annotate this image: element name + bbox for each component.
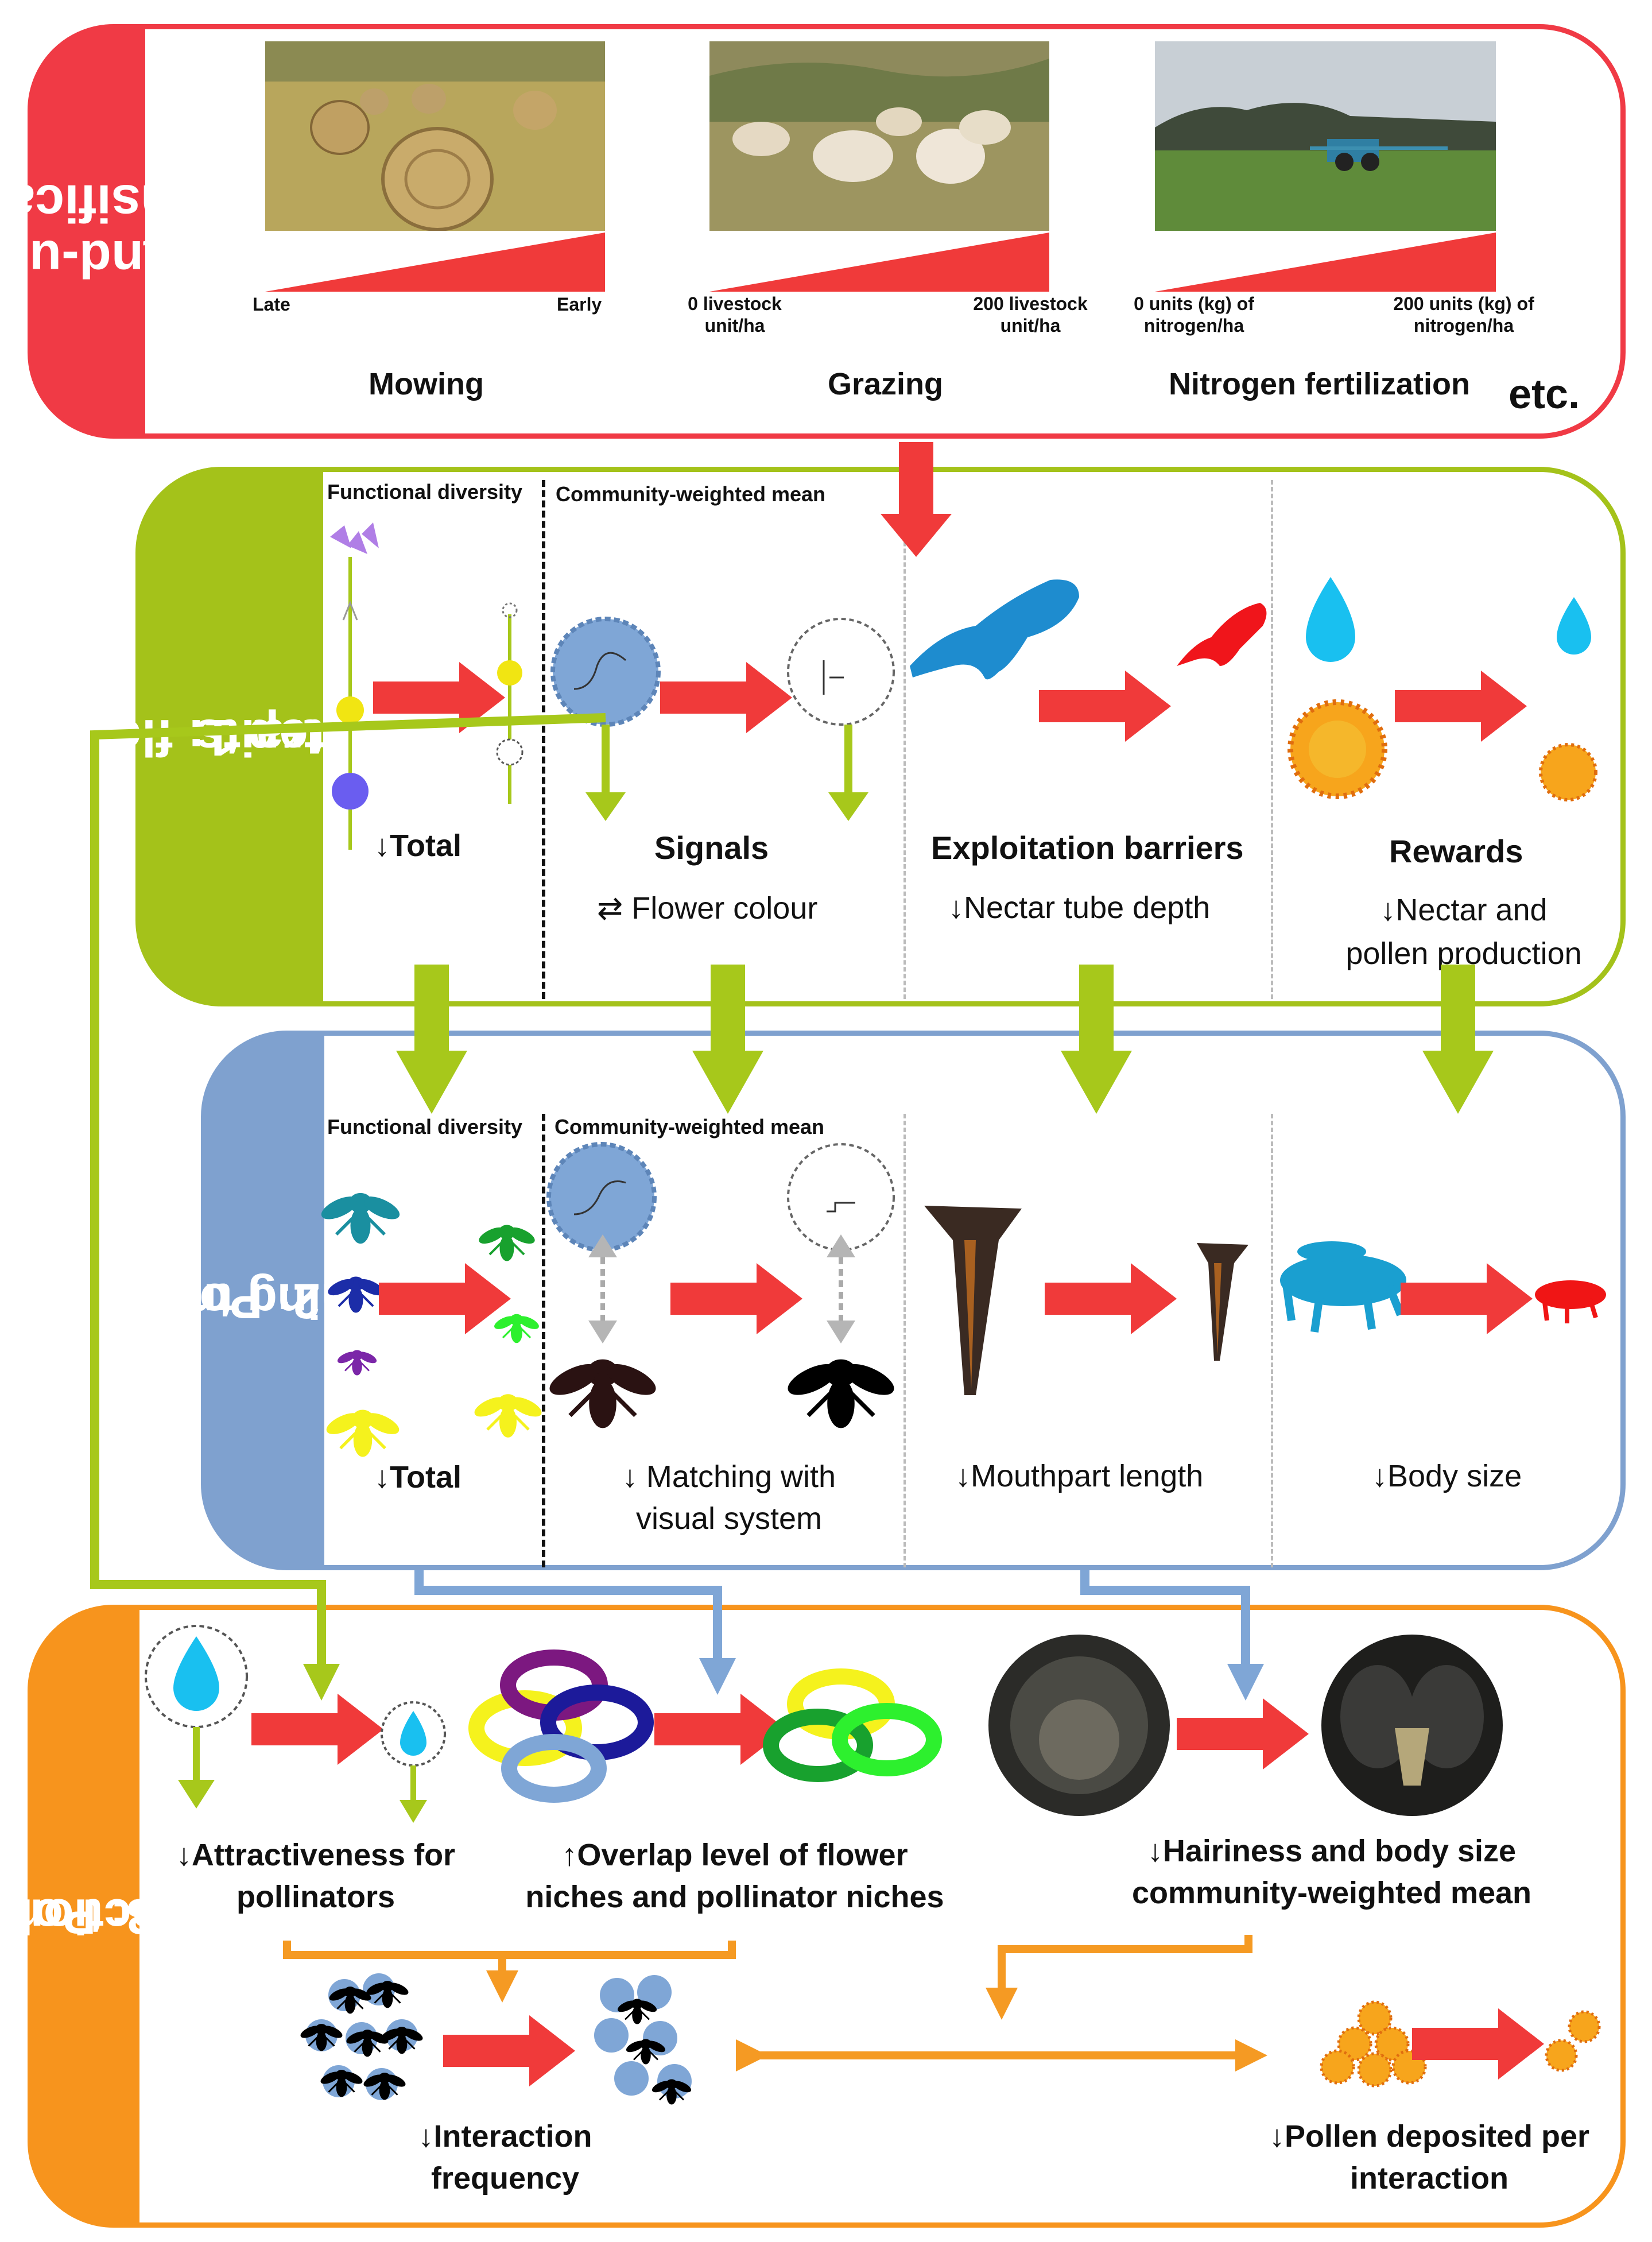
signals-arrow bbox=[660, 662, 792, 733]
step1-fd-divider bbox=[542, 480, 545, 999]
step1-divider-3 bbox=[1271, 480, 1273, 999]
nitrogen-high-label: 200 units (kg) of nitrogen/ha bbox=[1393, 293, 1534, 336]
step2-total: ↓Total bbox=[374, 1460, 462, 1494]
nitrogen-low-label: 0 units (kg) of nitrogen/ha bbox=[1134, 293, 1254, 336]
attractive-flower-small-icon bbox=[381, 1701, 446, 1823]
hay-bale-photo bbox=[265, 41, 605, 231]
step1-to-step2-arrows bbox=[396, 965, 1494, 1114]
hairiness-arrow bbox=[1177, 1698, 1309, 1769]
nectar-tube-short-icon bbox=[1177, 603, 1267, 666]
interaction-flowers-few-icon bbox=[594, 1975, 693, 2105]
bee-silhouette-large-icon bbox=[1280, 1241, 1406, 1333]
interaction-flowers-many-icon bbox=[298, 1973, 425, 2101]
proboscis-long-icon bbox=[924, 1206, 1022, 1395]
pollen-pile-icon bbox=[1320, 2000, 1427, 2088]
fly-head-icon bbox=[1321, 1635, 1503, 1816]
nectar-drop-small-icon bbox=[1557, 597, 1591, 655]
proboscis-short-icon bbox=[1197, 1243, 1248, 1361]
visual-match-flower-white-icon bbox=[787, 1143, 895, 1343]
step1-cwm-header: Community-weighted mean bbox=[556, 482, 826, 506]
step2-fd-arrow bbox=[379, 1263, 511, 1334]
body-size-label: ↓Body size bbox=[1372, 1459, 1522, 1493]
fd-bees-low bbox=[472, 1223, 544, 1437]
signal-flower-blue-icon bbox=[550, 617, 661, 821]
mowing-high-label: Early bbox=[557, 294, 602, 315]
visual-match-bee-dark-icon bbox=[546, 1358, 660, 1427]
grazing-label: Grazing bbox=[828, 367, 944, 401]
attractive-flower-large-icon bbox=[145, 1625, 248, 1809]
visual-match-flower-blue-icon bbox=[546, 1142, 657, 1343]
fd-flowers-high bbox=[330, 522, 379, 850]
fd-bees-high bbox=[319, 1192, 402, 1457]
blue-connector-1 bbox=[414, 1570, 736, 1695]
niche-rings-overlap-icon bbox=[763, 1668, 942, 1782]
mowing-low-label: Late bbox=[253, 294, 290, 315]
nectar-tube-long-icon bbox=[910, 579, 1079, 680]
pollen-few-icon bbox=[1545, 2010, 1601, 2072]
step3-sidebar: Step 3: Pollinationfunction bbox=[0, 1608, 274, 2225]
pollen-grain-large-icon bbox=[1288, 699, 1387, 799]
rewards-arrow bbox=[1395, 671, 1527, 742]
land-use-sidebar: Land-use intensification bbox=[0, 28, 267, 435]
blue-connector-2 bbox=[1080, 1570, 1264, 1701]
bee-silhouette-small-icon bbox=[1535, 1280, 1606, 1323]
mowing-intensity-ramp bbox=[265, 233, 605, 292]
interaction-arrow bbox=[443, 2015, 575, 2086]
orange-bracket-left bbox=[283, 1941, 736, 1959]
bee-head-icon bbox=[988, 1635, 1170, 1816]
tractor-photo bbox=[1155, 41, 1496, 231]
nitrogen-intensity-ramp bbox=[1155, 233, 1496, 292]
step2-fd-divider bbox=[542, 1114, 545, 1567]
cows-photo bbox=[709, 41, 1049, 231]
step2-cwm-header: Community-weighted mean bbox=[554, 1115, 825, 1139]
mouthpart-arrow bbox=[1045, 1263, 1177, 1334]
orange-bracket-right bbox=[986, 1935, 1252, 2020]
barriers-detail: ↓Nectar tube depth bbox=[948, 890, 1211, 925]
attractiveness-arrow bbox=[251, 1694, 383, 1765]
barriers-title: Exploitation barriers bbox=[931, 830, 1244, 866]
nitrogen-label: Nitrogen fertilization bbox=[1169, 367, 1470, 401]
nectar-drop-large-icon bbox=[1306, 577, 1355, 662]
matching-arrow bbox=[670, 1263, 802, 1334]
etc-label: etc. bbox=[1508, 371, 1580, 417]
step2-fd-header: Functional diversity bbox=[327, 1115, 523, 1139]
step2-divider-3 bbox=[1271, 1114, 1273, 1567]
step1-total: ↓Total bbox=[374, 828, 462, 863]
green-connector bbox=[90, 713, 606, 1701]
land-use-to-step1-arrow bbox=[881, 442, 952, 557]
grazing-high-label: 200 livestock unit/ha bbox=[973, 293, 1088, 336]
signals-detail: ⇄ Flower colour bbox=[597, 891, 818, 926]
step2-divider-2 bbox=[903, 1114, 906, 1567]
rewards-title: Rewards bbox=[1389, 833, 1523, 869]
barriers-arrow bbox=[1039, 671, 1171, 742]
signals-title: Signals bbox=[654, 830, 769, 866]
mouthpart-label: ↓Mouthpart length bbox=[955, 1459, 1204, 1493]
pollen-arrow bbox=[1412, 2008, 1544, 2080]
step1-fd-header: Functional diversity bbox=[327, 480, 523, 504]
grazing-intensity-ramp bbox=[709, 233, 1049, 292]
signal-flower-white-icon bbox=[787, 618, 895, 821]
step1-divider-2 bbox=[903, 480, 906, 999]
grazing-low-label: 0 livestock unit/ha bbox=[688, 293, 782, 336]
body-size-arrow bbox=[1401, 1263, 1533, 1334]
niche-rings-separate-icon bbox=[468, 1649, 654, 1803]
pollen-grain-small-icon bbox=[1539, 743, 1597, 801]
visual-match-bee-black-icon bbox=[784, 1358, 898, 1427]
fd-flowers-low bbox=[496, 602, 523, 804]
mowing-label: Mowing bbox=[369, 367, 484, 401]
